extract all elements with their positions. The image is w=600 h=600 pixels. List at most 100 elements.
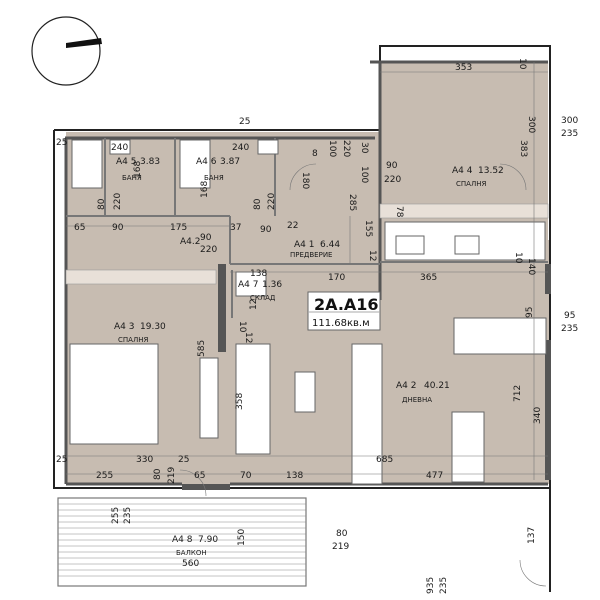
svg-text:БАЛКОН: БАЛКОН	[176, 549, 207, 557]
room-label-a4-6: A4 6 3.87 БАНЯ	[196, 157, 240, 182]
dim-label: 8	[312, 149, 318, 159]
dim-label: 10	[237, 321, 247, 333]
dim-label: 90	[386, 161, 398, 171]
dim-label: 70	[240, 471, 252, 481]
dim-label: 477	[426, 471, 443, 481]
dim-label: 80	[97, 198, 107, 210]
dim-label: 255	[96, 471, 113, 481]
dim-label: 25	[56, 455, 67, 465]
dim-label: 12	[243, 332, 253, 343]
dim-label: 78	[394, 206, 404, 218]
svg-text:A4 1: A4 1	[294, 240, 314, 250]
dim-label: 180	[300, 172, 310, 189]
dim-label: 25	[178, 455, 189, 465]
dim-label: 80	[153, 468, 163, 480]
dim-label: A4.2	[180, 237, 200, 247]
svg-text:1.36: 1.36	[262, 280, 282, 290]
dim-label: 235	[561, 129, 578, 139]
dim-label: 175	[170, 223, 187, 233]
dim-label: 25	[56, 138, 67, 148]
dim-label: 219	[332, 542, 349, 552]
dim-label: 100	[359, 166, 369, 183]
dim-label: 80	[253, 198, 263, 210]
room-label-a4-4: A4 4 13.52 СПАЛНЯ	[452, 166, 504, 188]
apartment-tag: 2A.A16 111.68кв.м	[307, 291, 381, 331]
svg-text:СПАЛНЯ: СПАЛНЯ	[118, 336, 148, 344]
dim-label: 90	[260, 225, 272, 235]
dim-label: 12	[367, 250, 377, 261]
dim-label: 220	[341, 140, 351, 157]
dim-label: 100	[327, 140, 337, 157]
svg-text:A4 4: A4 4	[452, 166, 473, 176]
north-arrow-icon	[31, 16, 102, 86]
svg-text:3.87: 3.87	[220, 157, 240, 167]
dim-label: 155	[363, 220, 373, 237]
dim-label: 235	[123, 507, 133, 524]
apartment-code: 2A.A16	[314, 295, 379, 314]
svg-text:ПРЕДВЕРИЕ: ПРЕДВЕРИЕ	[290, 251, 332, 259]
svg-text:СПАЛНЯ: СПАЛНЯ	[456, 180, 486, 188]
dimension-labels: 353 10 300 235 383 300 25 240 240 25 100…	[56, 58, 578, 594]
dim-label: 935	[426, 577, 436, 594]
dim-label: 353	[455, 63, 472, 73]
dim-label: 12	[249, 299, 259, 310]
dim-label: 685	[376, 455, 393, 465]
svg-text:A4 2: A4 2	[396, 381, 416, 391]
dim-label: 330	[136, 455, 153, 465]
svg-text:6.44: 6.44	[320, 240, 340, 250]
dim-label: 80	[336, 529, 348, 539]
dim-label: 560	[182, 559, 199, 569]
door-swings	[179, 163, 547, 587]
dim-label: 22	[287, 221, 298, 231]
dim-label: 138	[250, 269, 267, 279]
svg-text:13.52: 13.52	[478, 166, 504, 176]
dim-label: 585	[197, 340, 207, 357]
dim-label: 285	[347, 194, 357, 211]
dim-label: 220	[200, 245, 217, 255]
svg-text:A4 7: A4 7	[238, 280, 258, 290]
room-label-a4-3: A4 3 19.30 СПАЛНЯ	[114, 322, 166, 344]
furniture	[69, 271, 547, 485]
room-label-a4-7: A4 7 1.36 СКЛАД	[238, 280, 282, 302]
dim-label: 140	[526, 258, 536, 275]
room-label-a4-2: A4 2 40.21 ДНЕВНА	[396, 381, 450, 404]
dim-label: 255	[111, 507, 121, 524]
kitchen-counter	[384, 221, 546, 261]
dim-label: 10	[513, 252, 523, 264]
dim-label: 168	[200, 181, 210, 198]
dim-label: 37	[230, 223, 241, 233]
svg-text:A4 8: A4 8	[172, 535, 193, 545]
svg-text:БАНЯ: БАНЯ	[204, 174, 224, 182]
dim-label: 138	[286, 471, 303, 481]
svg-text:БАНЯ: БАНЯ	[122, 174, 142, 182]
dim-label: 25	[239, 117, 250, 127]
room-label-a4-8: A4 8 7.90 БАЛКОН	[172, 535, 218, 557]
balcony	[57, 497, 307, 587]
svg-text:СКЛАД: СКЛАД	[250, 294, 276, 302]
dim-label: 712	[513, 385, 523, 402]
dim-label: 90	[112, 223, 124, 233]
dim-label: 358	[235, 393, 245, 410]
dim-label: 220	[113, 193, 123, 210]
dim-label: 340	[533, 407, 543, 424]
svg-text:A4 6: A4 6	[196, 157, 217, 167]
dim-label: 10	[517, 58, 527, 70]
dark-walls	[182, 264, 551, 490]
dim-label: 220	[267, 193, 277, 210]
bathroom-fixtures	[71, 139, 279, 189]
dim-label: 65	[194, 471, 205, 481]
dim-label: 240	[232, 143, 249, 153]
room-label-a4-1: A4 1 6.44 ПРЕДВЕРИЕ	[290, 240, 340, 259]
dim-label: 30	[359, 142, 369, 154]
dim-label: 90	[200, 233, 212, 243]
dim-label: 383	[518, 140, 528, 157]
dim-label: 220	[384, 175, 401, 185]
dim-label: 300	[526, 116, 536, 133]
dim-label: 137	[527, 527, 537, 544]
svg-text:19.30: 19.30	[140, 322, 166, 332]
dim-label: 235	[439, 577, 449, 594]
dim-label: 95	[525, 307, 535, 318]
apartment-area: 111.68кв.м	[312, 318, 370, 329]
svg-text:40.21: 40.21	[424, 381, 450, 391]
